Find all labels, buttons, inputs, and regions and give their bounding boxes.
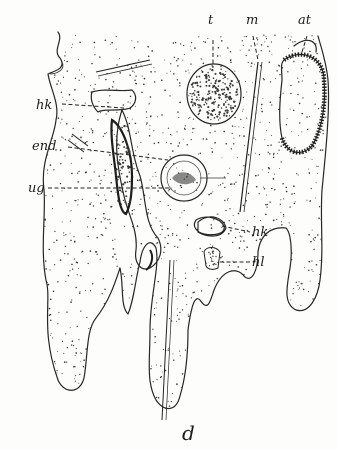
hl-structure [204,248,220,270]
hl-structure-dots [208,251,216,266]
label-hk-lower: hk [252,225,268,240]
tissue-outline [43,32,328,409]
lower-fibre-1 [162,260,170,420]
upper-cavity [91,90,135,112]
at-tube-cap [294,40,316,52]
t-follicle [187,64,241,124]
label-t: t [208,13,214,28]
panel-letter: d [182,421,195,445]
at-tube-wall [282,54,325,152]
ug-core [172,172,196,184]
label-hl: hl [252,255,265,270]
m-fibre-2 [244,62,262,212]
label-ug: ug [28,181,45,196]
label-m: m [246,13,258,28]
label-end: end [32,139,56,154]
m-fibre-1 [240,62,258,212]
label-hk-upper: hk [36,98,52,113]
label-at: at [298,13,312,28]
t-follicle-cells [191,68,239,120]
